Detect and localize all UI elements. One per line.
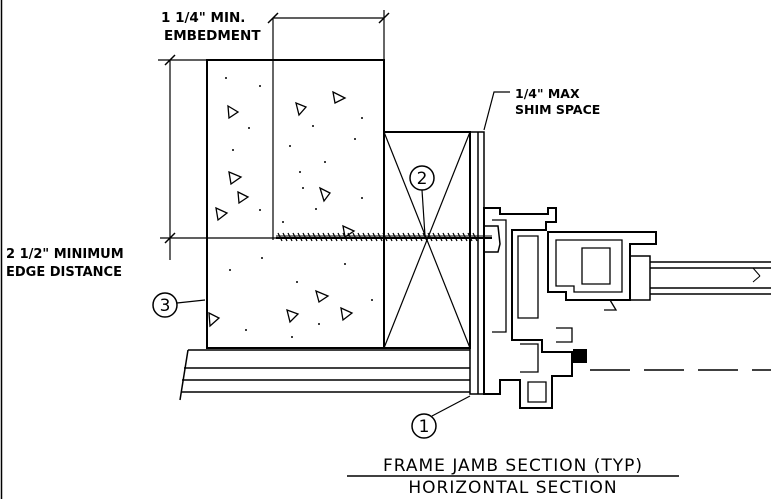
shim-space-label-line2: SHIM SPACE [515,102,600,117]
screw-thread [462,232,468,242]
screw-thread [457,232,463,242]
screw-thread [392,232,398,242]
screw-thread [412,232,418,242]
screw-thread [352,232,358,242]
glazing-unit [650,261,771,295]
embedment-label-line2: EMBEDMENT [164,28,261,44]
callout-3: 3 [152,292,206,318]
screw-thread [452,232,458,242]
concrete-substrate [206,18,385,349]
screw-thread [407,232,413,242]
sill-strips [179,349,470,401]
screw-thread [317,232,323,242]
shim-space-leader [483,91,510,131]
screw-thread [437,232,443,242]
screw-thread [342,232,348,242]
screw-thread [372,232,378,242]
screw-thread [362,232,368,242]
screw-thread [427,232,433,242]
screw-thread [337,232,343,242]
screw-thread [387,232,393,242]
callout-2: 2 [409,165,435,237]
screw-thread [472,232,478,242]
callout-2-number: 2 [417,169,428,189]
screw-thread [307,232,313,242]
drawing-subtitle: HORIZONTAL SECTION [408,478,617,498]
screw-thread [432,232,438,242]
screw-thread [402,232,408,242]
embedment-dimension [267,10,390,60]
screw-thread [327,232,333,242]
drawing-title: FRAME JAMB SECTION (TYP) [383,456,643,476]
screw-thread [377,232,383,242]
screw-thread [277,232,283,242]
edge-distance-label-line2: EDGE DISTANCE [6,265,122,280]
screw-thread [312,232,318,242]
screw-thread [297,232,303,242]
callout-3-number: 3 [160,296,171,316]
screw-thread [347,232,353,242]
aluminum-frame-profile [483,207,657,409]
callout-1-number: 1 [419,417,430,437]
screw-thread [442,232,448,242]
screw-thread [447,232,453,242]
screw-thread [467,232,473,242]
screw-thread [422,232,428,242]
screw-thread [382,232,388,242]
screw-thread [322,232,328,242]
screw-thread [302,232,308,242]
screw-thread [332,232,338,242]
screw-thread [357,232,363,242]
shim-strip [469,131,485,395]
callout-1: 1 [411,395,471,439]
shim-space-label-line1: 1/4" MAX [515,86,580,101]
screw-thread [397,232,403,242]
edge-distance-dimension [158,54,276,260]
embedment-label-line1: 1 1/4" MIN. [161,10,245,26]
screw-thread [417,232,423,242]
screw-thread [292,232,298,242]
screw-thread [282,232,288,242]
anchor-screw [276,232,492,242]
screw-thread [287,232,293,242]
screw-thread [367,232,373,242]
edge-distance-label-line1: 2 1/2" MINIMUM [6,247,124,262]
